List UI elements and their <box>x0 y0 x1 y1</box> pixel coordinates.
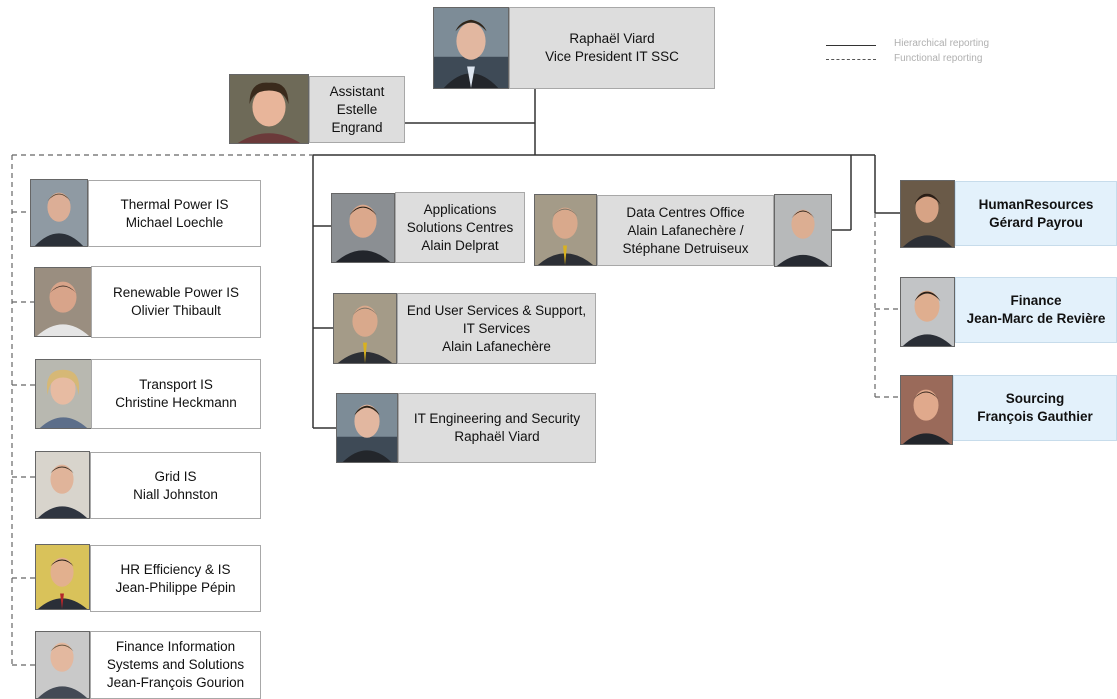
left-unit-title: Thermal Power IS <box>120 196 229 212</box>
left-unit-photo-1 <box>34 267 92 337</box>
left-unit-name: Jean-François Gourion <box>106 675 245 690</box>
left-unit-subtitle: Systems and Solutions <box>106 657 245 672</box>
vp-photo <box>433 7 509 89</box>
dc-name-1: Alain Lafanechère / <box>627 222 744 238</box>
eus-photo <box>333 293 397 364</box>
left-unit-name: Michael Loechle <box>125 214 224 230</box>
assistant-photo <box>229 74 309 144</box>
left-unit-title: Grid IS <box>154 468 197 484</box>
assistant-name: Estelle Engrand <box>331 101 383 135</box>
functional-legend-line <box>826 59 876 60</box>
right-unit-name: François Gauthier <box>977 409 1093 424</box>
functional-legend-label: Functional reporting <box>894 53 983 64</box>
left-unit-title: HR Efficiency & IS <box>120 561 231 577</box>
left-unit-photo-0 <box>30 179 88 247</box>
right-unit-title: HumanResources <box>978 196 1094 212</box>
left-unit-title: Transport IS <box>139 377 213 392</box>
right-unit-name: Jean-Marc de Revière <box>966 311 1106 326</box>
left-unit-photo-2 <box>35 359 92 429</box>
left-unit-box-2: Transport IS Christine Heckmann <box>91 359 261 429</box>
left-unit-title: Renewable Power IS <box>112 285 240 300</box>
asc-subtitle: Solutions Centres <box>406 219 514 235</box>
right-unit-photo-2 <box>900 375 953 445</box>
asc-title: Applications <box>423 201 497 217</box>
ites-name: Raphaël Viard <box>454 429 540 444</box>
hierarchical-legend-line <box>826 45 876 46</box>
left-unit-name: Christine Heckmann <box>115 395 237 410</box>
ites-photo <box>336 393 398 463</box>
asc-photo <box>331 193 395 263</box>
right-unit-name: Gérard Payrou <box>989 214 1083 230</box>
left-unit-name: Jean-Philippe Pépin <box>115 579 236 595</box>
assistant-label: Assistant <box>329 83 385 99</box>
left-unit-name: Niall Johnston <box>133 486 218 502</box>
eus-subtitle: IT Services <box>462 320 531 336</box>
right-unit-title: Sourcing <box>1005 391 1065 406</box>
vp-name: Raphaël Viard <box>569 31 655 46</box>
dc-title: Data Centres Office <box>626 204 745 220</box>
dc-name-2: Stéphane Detruiseux <box>622 240 749 256</box>
asc-name: Alain Delprat <box>421 237 499 253</box>
left-unit-box-4: HR Efficiency & IS Jean-Philippe Pépin <box>90 545 261 612</box>
dc-photo-left <box>534 194 597 266</box>
left-unit-photo-3 <box>35 451 90 519</box>
dc-photo-right <box>774 194 832 267</box>
left-unit-photo-5 <box>35 631 90 699</box>
left-unit-title: Finance Information <box>115 639 236 654</box>
right-unit-photo-1 <box>900 277 955 347</box>
left-unit-box-0: Thermal Power IS Michael Loechle <box>88 180 261 247</box>
eus-name: Alain Lafanechère <box>442 338 551 354</box>
vp-title: Vice President IT SSC <box>545 49 679 64</box>
left-unit-box-3: Grid IS Niall Johnston <box>90 452 261 519</box>
right-unit-title: Finance <box>1010 293 1062 308</box>
hierarchical-legend-label: Hierarchical reporting <box>894 38 990 49</box>
left-unit-name: Olivier Thibault <box>131 303 221 318</box>
ites-title: IT Engineering and Security <box>413 411 581 426</box>
eus-title: End User Services & Support, <box>406 302 587 318</box>
left-unit-photo-4 <box>35 544 90 610</box>
right-unit-photo-0 <box>900 180 955 248</box>
left-unit-box-1: Renewable Power IS Olivier Thibault <box>91 266 261 338</box>
